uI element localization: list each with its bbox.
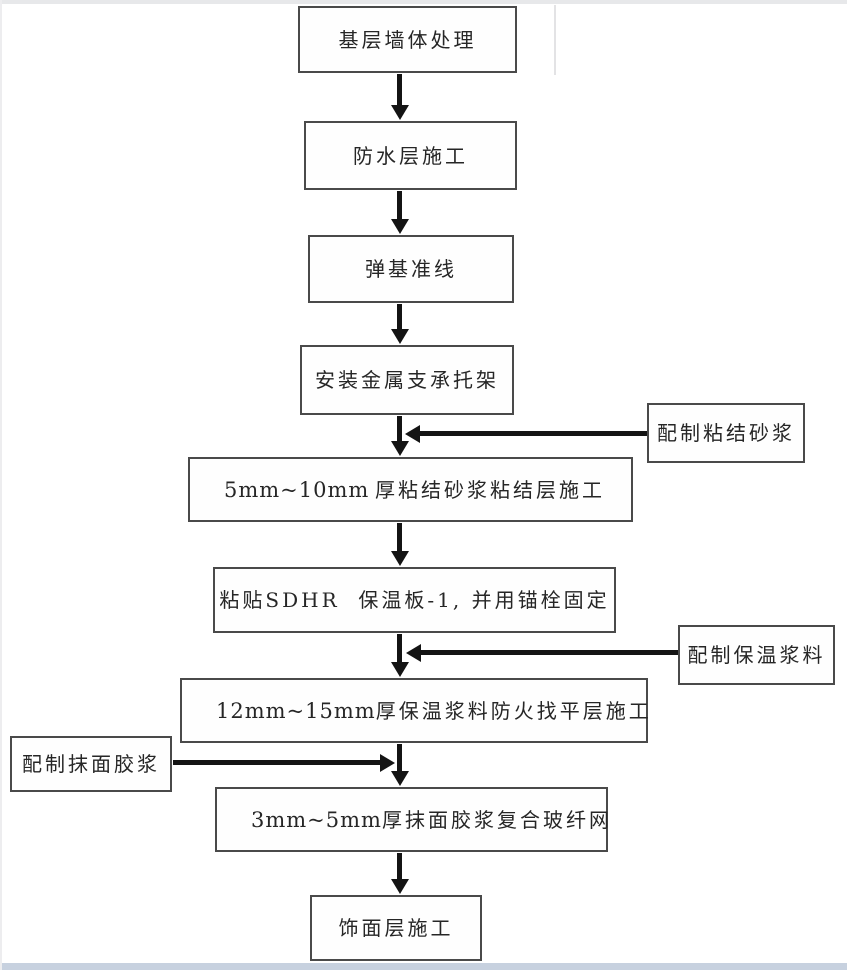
thickness-measure: 12mm~15mm: [216, 698, 376, 723]
flow-step-label: 基层墙体处理: [338, 27, 477, 52]
thickness-measure: 5mm~10mm: [224, 477, 370, 502]
flow-step-waterproof-layer: 防水层施工: [304, 121, 517, 190]
flow-arrow-down-7: [390, 744, 409, 786]
flow-arrow-from-render-mortar: [173, 753, 395, 772]
scan-artifact-left: [0, 0, 2, 970]
flow-side-prepare-bonding-mortar: 配制粘结砂浆: [647, 403, 805, 463]
thickness-measure: 3mm~5mm: [251, 807, 382, 832]
flow-side-prepare-insulation-slurry: 配制保温浆料: [678, 625, 835, 685]
scan-artifact-line: [554, 5, 556, 75]
flow-step-install-metal-bracket: 安装金属支承托架: [300, 345, 514, 415]
flow-step-bonding-mortar-layer: 5mm~10mm 厚粘结砂浆粘结层施工: [188, 457, 633, 522]
flow-step-label: 弹基准线: [365, 257, 457, 281]
flow-arrow-from-bonding-mortar: [405, 424, 647, 443]
flow-step-label: 配制粘结砂浆: [657, 421, 795, 445]
scan-artifact-bottom: [0, 963, 847, 970]
flow-step-paste-insulation-board: 粘贴SDHR 保温板-1, 并用锚栓固定: [213, 567, 616, 633]
flow-step-render-mortar-mesh: 3mm~5mm 厚抹面胶浆复合玻纤网: [215, 787, 609, 852]
flow-side-prepare-render-mortar: 配制抹面胶浆: [10, 736, 172, 792]
flow-step-label: 配制抹面胶浆: [22, 752, 160, 776]
flow-step-label: 粘贴SDHR 保温板-1, 并用锚栓固定: [219, 588, 610, 612]
flow-step-label: 防水层施工: [353, 143, 468, 168]
flow-arrow-down-6: [390, 634, 409, 677]
flow-step-label: 厚抹面胶浆复合玻纤网: [381, 807, 612, 832]
flow-arrow-down-4: [390, 416, 409, 456]
flow-arrow-down-1: [390, 74, 409, 120]
flow-step-finishing-layer: 饰面层施工: [310, 895, 482, 961]
flow-arrow-down-5: [390, 523, 409, 566]
flow-step-insulation-slurry-leveling: 12mm~15mm 厚保温浆料防火找平层施工: [180, 678, 649, 743]
flow-step-label: 厚粘结砂浆粘结层施工: [375, 477, 605, 502]
flow-step-snap-baseline: 弹基准线: [308, 235, 514, 303]
flow-step-label: 配制保温浆料: [687, 643, 826, 667]
flow-arrow-down-3: [390, 304, 409, 344]
flow-step-label: 安装金属支承托架: [315, 368, 499, 392]
flow-arrow-from-insulation-slurry: [406, 643, 678, 662]
flow-arrow-down-8: [390, 853, 409, 894]
flow-step-label: 厚保温浆料防火找平层施工: [375, 698, 652, 723]
flow-arrow-down-2: [390, 191, 409, 234]
flow-step-base-wall-treatment: 基层墙体处理: [298, 6, 517, 73]
flow-step-label: 饰面层施工: [338, 916, 454, 940]
scan-artifact-top: [0, 0, 847, 4]
